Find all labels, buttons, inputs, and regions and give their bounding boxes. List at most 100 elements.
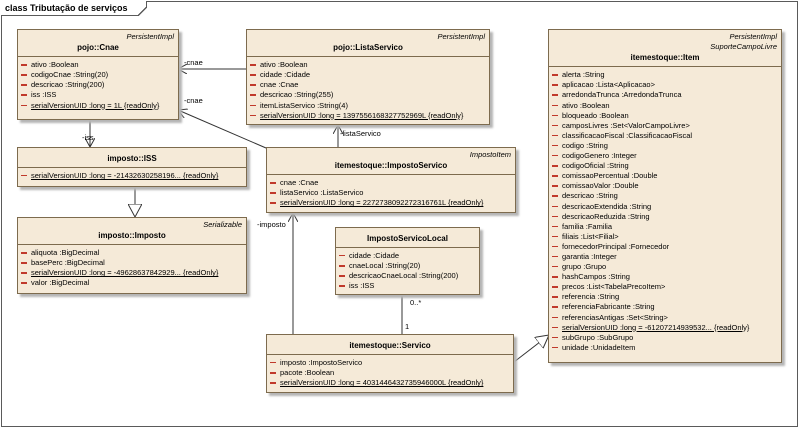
attribute-row: referenciasAntigas :Set<String> [552,313,781,323]
attribute-row: aliquota :BigDecimal [21,248,246,258]
attribute-row: camposLivres :Set<ValorCampoLivre> [552,121,781,131]
attribute-list: serialVersionUID :long = -21432630258196… [18,168,246,183]
class-header: itemestoque::Servico [267,335,513,356]
attribute-row: descricao :String [552,191,781,201]
attribute-row: comissaoValor :Double [552,181,781,191]
attribute-row: cnaeLocal :String(20) [339,261,479,271]
class-name: ImpostoServicoLocal [367,234,448,243]
class-name: pojo::ListaServico [333,43,403,53]
attribute-row: valor :BigDecimal [21,278,246,288]
attribute-row: codigoOficial :String [552,161,781,171]
class-header: Serializable imposto::Imposto [18,218,246,246]
class-name: imposto::ISS [107,154,157,163]
attribute-row: hashCampos :String [552,272,781,282]
class-imposto-servico[interactable]: ImpostoItem itemestoque::ImpostoServico … [266,147,516,213]
attribute-row: imposto :ImpostoServico [270,358,513,368]
attribute-row: familia :Familia [552,222,781,232]
class-imposto[interactable]: Serializable imposto::Imposto aliquota :… [17,217,247,294]
class-cnae[interactable]: PersistentImpl pojo::Cnae ativo :Boolean… [17,29,179,120]
attribute-row: descricao :String(200) [21,80,178,90]
class-name: itemestoque::Servico [349,341,431,350]
class-lista-servico[interactable]: PersistentImpl pojo::ListaServico ativo … [246,29,490,125]
attribute-row: garantia :Integer [552,252,781,262]
class-iss[interactable]: imposto::ISS serialVersionUID :long = -2… [17,147,247,187]
multiplicity-one: 1 [405,322,410,331]
attribute-row: serialVersionUID :long = -21432630258196… [21,171,246,181]
assoc-label-lista-servico: -listaServico [340,129,381,138]
stereotype-label: Serializable [203,220,242,229]
class-item[interactable]: PersistentImpl SuporteCampoLivre itemest… [548,29,782,363]
attribute-row: arredondaTrunca :ArredondaTrunca [552,90,781,100]
class-name: itemestoque::ImpostoServico [334,161,448,171]
assoc-imposto-servico-cnae [178,110,267,149]
stereotype-label-2: SuporteCampoLivre [710,42,777,52]
class-header: imposto::ISS [18,148,246,169]
class-name: imposto::Imposto [98,231,166,241]
attribute-row: itemListaServico :String(4) [250,101,489,111]
class-header: PersistentImpl pojo::Cnae [18,30,178,58]
attribute-row: grupo :Grupo [552,262,781,272]
generalization-servico-item [513,335,549,363]
attribute-row: referencia :String [552,292,781,302]
attribute-row: serialVersionUID :long = -61207214939532… [552,323,781,333]
attribute-row: referenciaFabricante :String [552,302,781,312]
attribute-row: cnae :Cnae [270,178,515,188]
assoc-label-imposto: -imposto [257,220,286,229]
attribute-row: bloqueado :Boolean [552,111,781,121]
attribute-row: serialVersionUID :long = 1L {readOnly} [21,101,178,111]
attribute-row: serialVersionUID :long = 403144643273594… [270,378,513,388]
attribute-row: listaServico :ListaServico [270,188,515,198]
class-header: ImpostoServicoLocal [336,228,479,249]
attribute-row: cnae :Cnae [250,80,489,90]
multiplicity-many: 0..* [410,298,422,307]
frame-title: class Tributação de serviços [1,1,147,16]
attribute-row: codigoGenero :Integer [552,151,781,161]
attribute-row: serialVersionUID :long = 227273809227231… [270,198,515,208]
attribute-row: cidade :Cidade [250,70,489,80]
attribute-row: codigo :String [552,141,781,151]
class-header: ImpostoItem itemestoque::ImpostoServico [267,148,515,176]
assoc-label-cnae-lista: -cnae [184,58,203,67]
class-name: itemestoque::Item [630,53,700,63]
attribute-row: descricaoCnaeLocal :String(200) [339,271,479,281]
attribute-row: ativo :Boolean [21,60,178,70]
attribute-row: codigoCnae :String(20) [21,70,178,80]
attribute-row: classificacaoFiscal :ClassificacaoFiscal [552,131,781,141]
stereotype-label: PersistentImpl [126,32,174,41]
attribute-row: ativo :Boolean [552,101,781,111]
class-name: pojo::Cnae [77,43,119,53]
assoc-label-cnae-imposto: -cnae [184,96,203,105]
attribute-row: alerta :String [552,70,781,80]
attribute-row: aplicacao :Lista<Aplicacao> [552,80,781,90]
attribute-row: serialVersionUID :long = 139755616832775… [250,111,489,121]
attribute-row: basePerc :BigDecimal [21,258,246,268]
attribute-row: fornecedorPrincipal :Fornecedor [552,242,781,252]
attribute-row: ativo :Boolean [250,60,489,70]
attribute-row: cidade :Cidade [339,251,479,261]
attribute-row: pacote :Boolean [270,368,513,378]
stereotype-label: PersistentImpl [729,32,777,41]
class-header: PersistentImpl SuporteCampoLivre itemest… [549,30,781,68]
attribute-row: serialVersionUID :long = -49628637842929… [21,268,246,278]
attribute-row: subGrupo :SubGrupo [552,333,781,343]
attribute-row: iss :ISS [21,90,178,100]
attribute-row: iss :ISS [339,281,479,291]
attribute-row: descricaoReduzida :String [552,212,781,222]
attribute-row: descricao :String(255) [250,90,489,100]
assoc-label-iss: -iss [82,133,94,142]
stereotype-label: PersistentImpl [437,32,485,41]
attribute-row: precos :List<TabelaPrecoItem> [552,282,781,292]
class-header: PersistentImpl pojo::ListaServico [247,30,489,58]
attribute-row: comissaoPercentual :Double [552,171,781,181]
class-servico[interactable]: itemestoque::Servico imposto :ImpostoSer… [266,334,514,393]
attribute-row: filiais :List<Filial> [552,232,781,242]
attribute-row: unidade :UnidadeItem [552,343,781,353]
